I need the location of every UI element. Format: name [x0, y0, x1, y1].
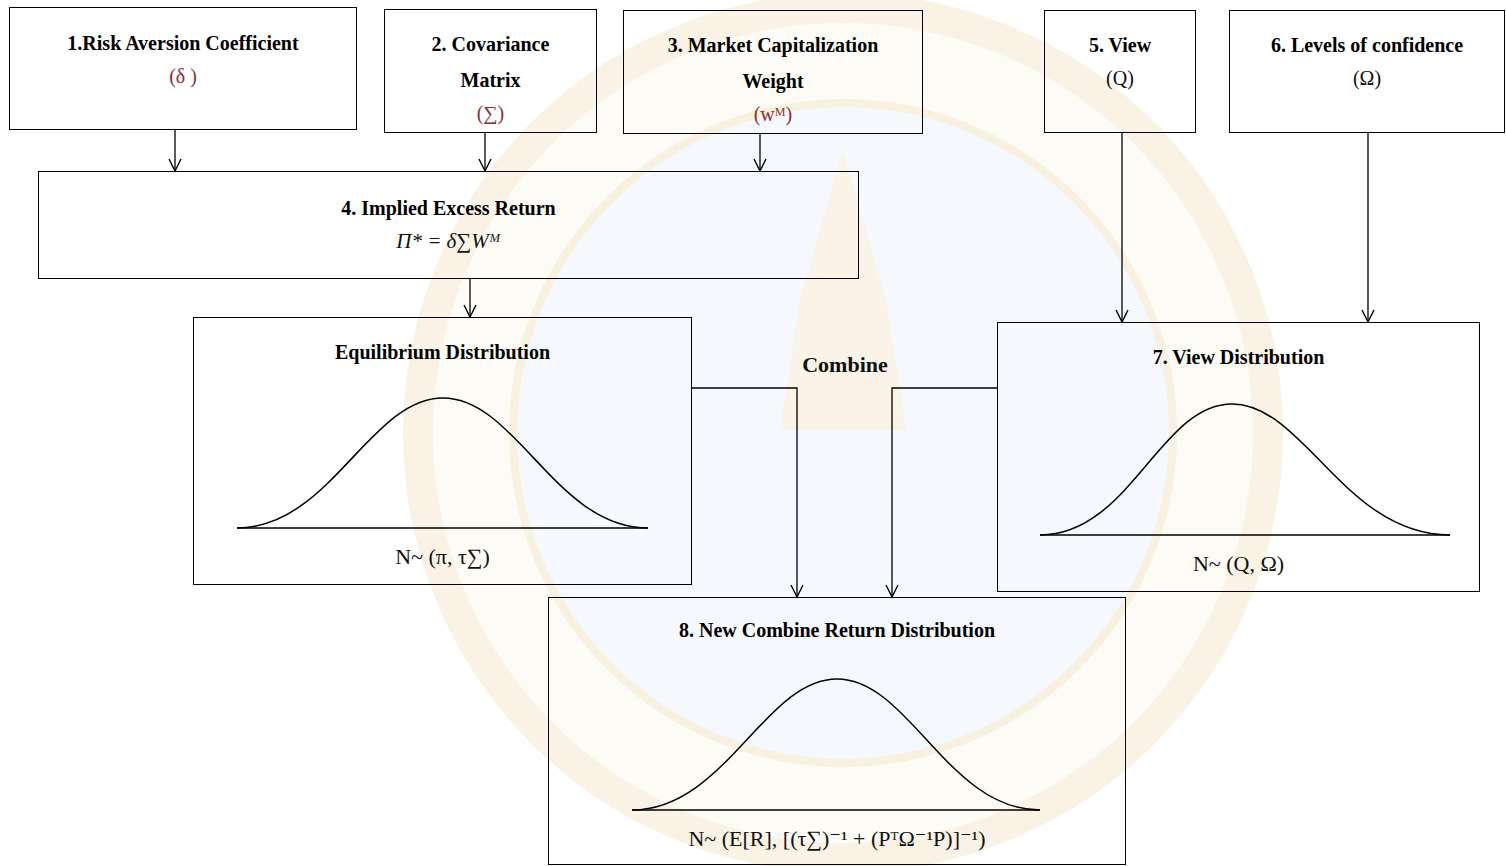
flow-arrow [174, 130, 175, 171]
flow-arrow [1121, 133, 1122, 322]
flow-arrow [759, 134, 760, 171]
flow-arrow [469, 279, 470, 317]
distribution-box: Equilibrium Distribution N~ (π, τ∑) [193, 317, 692, 585]
watermark-seal [418, 8, 1268, 858]
box-heading: 1.Risk Aversion Coefficient [67, 25, 298, 61]
box-heading: Equilibrium Distribution [335, 334, 550, 370]
input-box: 5. View(Q) [1044, 10, 1196, 133]
input-box: 4. Implied Excess ReturnΠ* = δ∑Wᴹ [38, 171, 859, 279]
flow-arrow [892, 388, 997, 597]
formula-text: Π* = δ∑Wᴹ [396, 226, 500, 256]
formula-text: (∑) [477, 98, 505, 128]
input-box: 3. Market Capitalization Weight(wᴹ) [623, 10, 923, 134]
flow-arrow [692, 388, 797, 597]
flow-arrow [1367, 133, 1368, 322]
box-heading: 2. Covariance Matrix [406, 26, 576, 98]
formula-text: (wᴹ) [754, 99, 793, 129]
seal-emblem [780, 150, 906, 430]
distribution-box: 7. View Distribution N~ (Q, Ω) [997, 322, 1480, 592]
bell-curve [1040, 404, 1450, 535]
curve-axis [632, 809, 1040, 811]
bell-curve [237, 398, 648, 528]
bell-curve [632, 679, 1040, 810]
box-heading: 3. Market Capitalization Weight [638, 27, 908, 99]
box-heading: 5. View [1089, 27, 1151, 63]
box-heading: 8. New Combine Return Distribution [679, 612, 995, 648]
combine-label: Combine [765, 352, 925, 378]
formula-text: N~ (Q, Ω) [1193, 547, 1284, 581]
formula-text: (δ ) [169, 61, 197, 91]
input-box: 2. Covariance Matrix(∑) [384, 9, 597, 133]
formula-text: (Ω) [1353, 63, 1381, 93]
seal-ring [418, 8, 1268, 858]
formula-text: (Q) [1106, 63, 1134, 93]
box-heading: 4. Implied Excess Return [341, 190, 555, 226]
flow-arrow [484, 133, 485, 171]
distribution-box: 8. New Combine Return Distribution N~ (E[… [548, 597, 1126, 865]
curve-axis [1040, 534, 1450, 536]
formula-text: N~ (E[R], [(τ∑)⁻¹ + (PᵀΩ⁻¹P)]⁻¹) [688, 822, 985, 856]
seal-inner [513, 103, 1173, 763]
curve-axis [237, 527, 648, 529]
formula-text: N~ (π, τ∑) [395, 540, 490, 574]
input-box: 6. Levels of confidence(Ω) [1229, 10, 1505, 133]
box-heading: 7. View Distribution [1153, 339, 1325, 375]
input-box: 1.Risk Aversion Coefficient(δ ) [9, 7, 357, 130]
box-heading: 6. Levels of confidence [1271, 27, 1463, 63]
